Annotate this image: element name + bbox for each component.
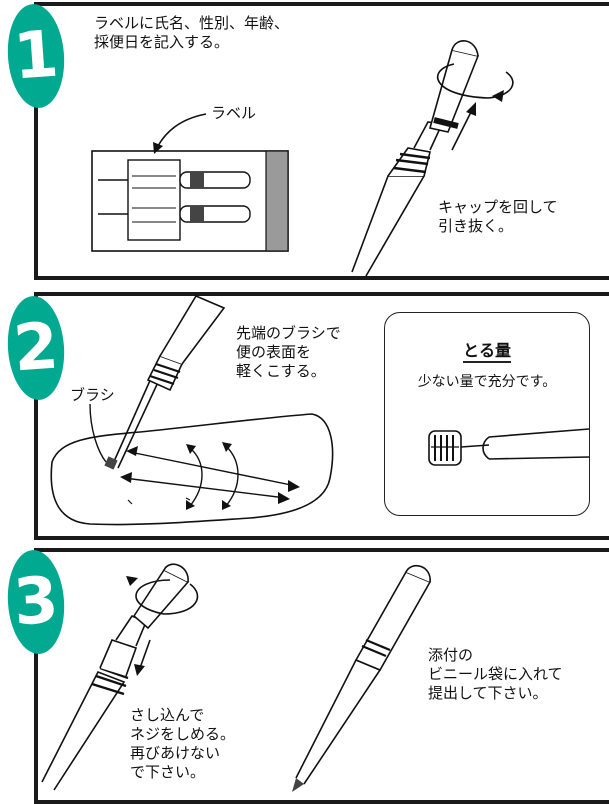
brush-callout: ブラシ [70,386,115,404]
submit-instruction: 添付の ビニール袋に入れて 提出して下さい。 [428,646,563,702]
amount-description: 少ない量で充分です。 [417,374,557,390]
step-1-instruction: ラベルに氏名、性別、年齢、 採便日を記入する。 [94,14,290,51]
brush-closeup-drawing [428,428,589,466]
cap-instruction: キャップを回して 引き抜く。 [438,198,558,235]
step-2-instruction: 先端のブラシで 便の表面を 軽くこする。 [236,324,341,380]
amount-title: とる量 [462,341,511,363]
amount-inset: とる量 少ない量で充分です。 [384,312,590,516]
label-callout: ラベル [211,104,257,122]
insert-instruction: さし込んで ネジをしめる。 再びあけない で下さい。 [130,706,236,781]
